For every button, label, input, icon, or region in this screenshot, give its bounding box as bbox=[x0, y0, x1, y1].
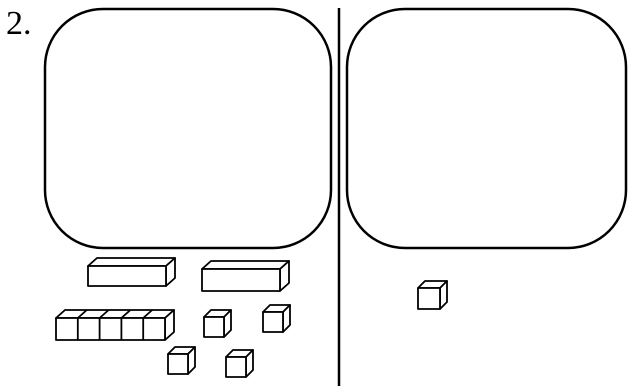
unit-cube-left-3-front bbox=[168, 354, 188, 374]
unit-strip-five-front bbox=[56, 318, 165, 340]
unit-cube-left-4-front bbox=[226, 357, 246, 377]
unit-strip-five-top bbox=[56, 310, 174, 318]
rod-block-2 bbox=[202, 261, 289, 291]
rod-block-2-top bbox=[202, 261, 289, 269]
unit-strip-five bbox=[56, 310, 174, 340]
unit-cube-left-1-front bbox=[204, 317, 224, 337]
unit-cube-left-2-front bbox=[263, 312, 283, 332]
left-answer-box bbox=[45, 9, 331, 248]
unit-cube-right-1 bbox=[418, 281, 447, 309]
unit-cube-right-1-front bbox=[418, 288, 440, 309]
unit-cube-left-4 bbox=[226, 350, 253, 377]
rod-block-1 bbox=[88, 258, 175, 286]
unit-cube-left-1 bbox=[204, 310, 231, 337]
right-answer-box bbox=[347, 9, 626, 248]
unit-cube-left-2 bbox=[263, 305, 290, 332]
unit-cube-left-3 bbox=[168, 347, 195, 374]
rod-block-2-front bbox=[202, 269, 280, 291]
rod-block-1-front bbox=[88, 266, 166, 286]
rod-block-1-top bbox=[88, 258, 175, 266]
